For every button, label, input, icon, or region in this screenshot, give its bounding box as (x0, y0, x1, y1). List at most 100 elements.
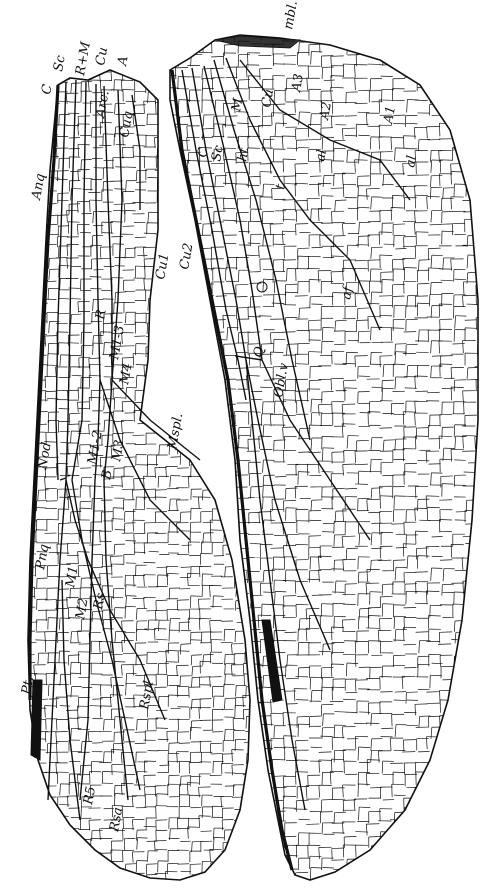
crossvein (331, 474, 332, 486)
crossvein (479, 231, 485, 232)
crossvein (454, 425, 455, 437)
crossvein (45, 809, 57, 810)
crossvein (231, 644, 232, 654)
crossvein (224, 243, 237, 244)
crossvein (463, 536, 476, 537)
crossvein (250, 209, 251, 221)
crossvein (318, 556, 319, 569)
crossvein (210, 606, 222, 607)
crossvein (455, 316, 456, 329)
crossvein (123, 89, 134, 90)
crossvein (203, 655, 204, 665)
crossvein (226, 368, 238, 369)
crossvein (162, 525, 163, 536)
crossvein (371, 352, 372, 365)
crossvein (463, 92, 464, 103)
crossvein (210, 420, 211, 432)
crossvein (342, 424, 343, 437)
crossvein (166, 237, 167, 247)
crossvein (163, 536, 164, 547)
crossvein (210, 474, 211, 486)
crossvein (395, 53, 396, 66)
crossvein (214, 402, 215, 412)
crossvein (199, 816, 200, 828)
crossvein (427, 197, 428, 210)
crossvein (311, 114, 312, 126)
crossvein (431, 176, 432, 187)
crossvein (100, 531, 101, 542)
crossvein (244, 501, 255, 502)
crossvein (104, 160, 114, 161)
crossvein (347, 548, 358, 549)
crossvein (379, 125, 380, 137)
crossvein (235, 411, 248, 412)
crossvein (247, 391, 248, 401)
crossvein (110, 379, 111, 390)
crossvein (322, 448, 323, 461)
crossvein (166, 650, 178, 651)
crossvein (247, 303, 257, 304)
crossvein (78, 388, 79, 399)
crossvein (331, 87, 332, 100)
crossvein (418, 260, 419, 271)
crossvein (479, 159, 485, 160)
crossvein (178, 150, 179, 162)
crossvein (156, 639, 167, 640)
crossvein (465, 219, 477, 220)
crossvein (370, 269, 371, 281)
crossvein (210, 210, 222, 211)
crossvein (391, 328, 392, 341)
crossvein (116, 144, 126, 145)
crossvein (455, 632, 456, 643)
crossvein (59, 618, 60, 630)
crossvein (311, 399, 312, 412)
crossvein (214, 837, 224, 838)
crossvein (243, 182, 244, 192)
crossvein (467, 40, 468, 53)
crossvein (283, 606, 284, 618)
crossvein (295, 380, 296, 391)
crossvein (71, 188, 72, 200)
crossvein (126, 683, 136, 684)
crossvein (478, 428, 479, 439)
crossvein (334, 344, 346, 345)
crossvein (100, 573, 101, 585)
crossvein (177, 290, 178, 301)
crossvein (440, 459, 452, 460)
crossvein (23, 706, 24, 718)
crossvein (199, 677, 200, 687)
crossvein (370, 327, 371, 340)
crossvein (442, 584, 453, 585)
crossvein (45, 224, 46, 235)
crossvein (238, 55, 239, 67)
crossvein (93, 611, 103, 612)
crossvein (309, 452, 321, 453)
crossvein (250, 487, 251, 499)
crossvein (78, 631, 79, 642)
crossvein (177, 600, 178, 610)
crossvein (370, 162, 371, 174)
crossvein (479, 523, 480, 535)
crossvein (191, 435, 192, 448)
crossvein (463, 391, 464, 403)
crossvein (126, 248, 136, 249)
crossvein (198, 495, 211, 496)
crossvein (78, 717, 79, 729)
crossvein (295, 200, 308, 201)
crossvein (202, 224, 203, 235)
crossvein (432, 663, 443, 664)
crossvein (311, 413, 312, 426)
crossvein (392, 63, 404, 64)
crossvein (34, 665, 35, 676)
crossvein (164, 543, 176, 544)
crossvein (199, 616, 200, 629)
crossvein (380, 596, 392, 597)
crossvein (311, 500, 312, 511)
crossvein (223, 512, 234, 513)
crossvein (430, 188, 431, 199)
crossvein (60, 355, 61, 366)
crossvein (223, 416, 224, 427)
crossvein (45, 391, 57, 392)
crossvein (174, 377, 175, 389)
crossvein (198, 344, 199, 355)
